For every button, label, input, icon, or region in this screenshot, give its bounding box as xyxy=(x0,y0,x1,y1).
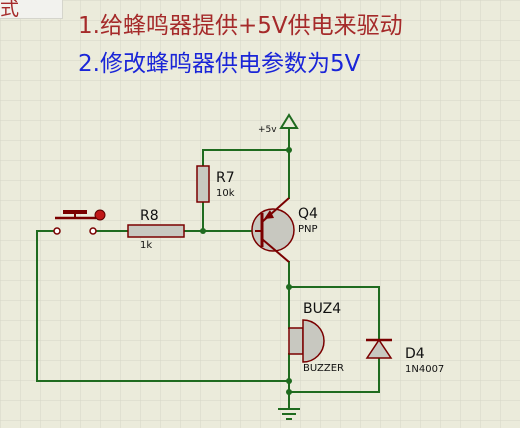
r8-body xyxy=(127,224,185,238)
ground-terminal[interactable] xyxy=(278,408,300,420)
q4-emitter-arrow-icon xyxy=(264,210,274,219)
note-line-2: 2.修改蜂鸣器供电参数为5V xyxy=(78,51,361,77)
r7-body xyxy=(196,165,210,203)
buzzer-stem xyxy=(288,327,304,355)
wire-switch-left-to-ground xyxy=(36,230,290,382)
q4-collector-lead xyxy=(261,238,290,263)
d4-ref: D4 xyxy=(405,346,425,362)
resistor-r8[interactable]: R8 1k xyxy=(127,208,185,251)
junction-ground-1 xyxy=(286,378,292,384)
buz4-value: BUZZER xyxy=(303,363,344,374)
r7-value: 10k xyxy=(216,188,235,199)
buzzer-dome xyxy=(302,319,325,363)
resistor-r7[interactable]: R7 10k xyxy=(196,165,235,203)
switch-state-indicator[interactable] xyxy=(94,209,106,221)
q4-ref: Q4 xyxy=(298,206,318,222)
r8-value: 1k xyxy=(140,240,152,251)
wire-r7-top-to-emitter xyxy=(202,149,290,167)
transistor-q4[interactable]: Q4 PNP xyxy=(251,197,318,263)
switch-contact-right xyxy=(89,227,97,235)
junctions xyxy=(200,147,292,395)
junction-ground-2 xyxy=(286,389,292,395)
junction-emitter xyxy=(286,147,292,153)
junction-base xyxy=(200,228,206,234)
power-label: +5v xyxy=(258,125,277,135)
ground-icon xyxy=(278,408,300,420)
wire-diode-bottom-to-ground xyxy=(288,357,380,393)
buz4-ref: BUZ4 xyxy=(303,301,341,317)
power-terminal[interactable]: +5v xyxy=(258,113,299,135)
note-line-1: 1.给蜂鸣器提供+5V供电来驱动 xyxy=(78,13,403,39)
junction-collector xyxy=(286,284,292,290)
d4-value: 1N4007 xyxy=(405,364,444,375)
wires xyxy=(36,127,380,409)
power-arrow-icon xyxy=(279,113,299,129)
switch-cap xyxy=(63,210,87,214)
q4-value: PNP xyxy=(298,224,318,235)
r7-ref: R7 xyxy=(216,170,235,186)
diode-d4[interactable]: D4 1N4007 xyxy=(365,338,444,375)
status-strip xyxy=(0,428,520,439)
switch-contact-left xyxy=(53,227,61,235)
title-fragment: 式 xyxy=(0,0,63,19)
buzzer-buz4[interactable]: BUZ4 BUZZER xyxy=(288,301,344,374)
wire-node-to-diode-top xyxy=(288,286,380,341)
r8-ref: R8 xyxy=(140,208,159,224)
title-fragment-text: 式 xyxy=(0,0,20,19)
push-button-switch[interactable] xyxy=(53,209,106,235)
d4-triangle xyxy=(365,338,393,359)
